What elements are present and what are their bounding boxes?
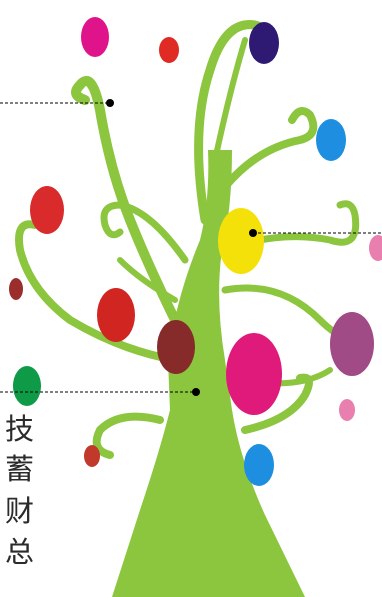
side-text-line-3: 财 bbox=[5, 494, 35, 528]
ball-magenta-large bbox=[226, 333, 282, 415]
ball-red-left bbox=[30, 186, 64, 234]
branch-left-curl bbox=[100, 201, 189, 264]
ball-blue-bottom bbox=[244, 444, 274, 486]
branch-right-mid bbox=[218, 200, 360, 254]
ball-yellow bbox=[218, 208, 264, 274]
ball-blue-right bbox=[316, 119, 346, 161]
branch-left-lower bbox=[15, 220, 179, 364]
branch-left-main bbox=[71, 76, 185, 335]
ball-magenta-top bbox=[81, 17, 109, 57]
ball-maroon bbox=[157, 320, 195, 374]
side-text-line-4: 总 bbox=[5, 535, 35, 569]
leader-lines bbox=[0, 102, 382, 393]
leader-dot-right bbox=[249, 229, 257, 237]
ball-green bbox=[13, 366, 41, 406]
leader-dots bbox=[106, 99, 257, 396]
ball-darkred-small bbox=[9, 278, 23, 300]
ball-red-mid bbox=[97, 288, 135, 342]
tree-trunk bbox=[112, 150, 305, 597]
branch-left-small bbox=[117, 257, 178, 303]
ball-red-top bbox=[159, 37, 179, 63]
side-text-line-2: 蓄 bbox=[5, 452, 35, 486]
ball-purple-top bbox=[249, 22, 279, 64]
leader-dot-bottom bbox=[192, 388, 200, 396]
ball-pink-right-edge bbox=[369, 235, 382, 261]
tree-balls bbox=[9, 17, 382, 486]
branch-right-upper bbox=[211, 107, 318, 204]
leader-dot-top bbox=[106, 99, 114, 107]
tree-branches bbox=[15, 20, 369, 459]
ball-violet-right bbox=[330, 312, 374, 376]
ball-pink-small bbox=[339, 399, 355, 421]
branch-top-inner bbox=[212, 37, 248, 163]
side-text-line-1: 技 bbox=[5, 412, 35, 446]
branch-bottom-left bbox=[92, 412, 164, 459]
ball-red-bottom bbox=[84, 445, 100, 467]
